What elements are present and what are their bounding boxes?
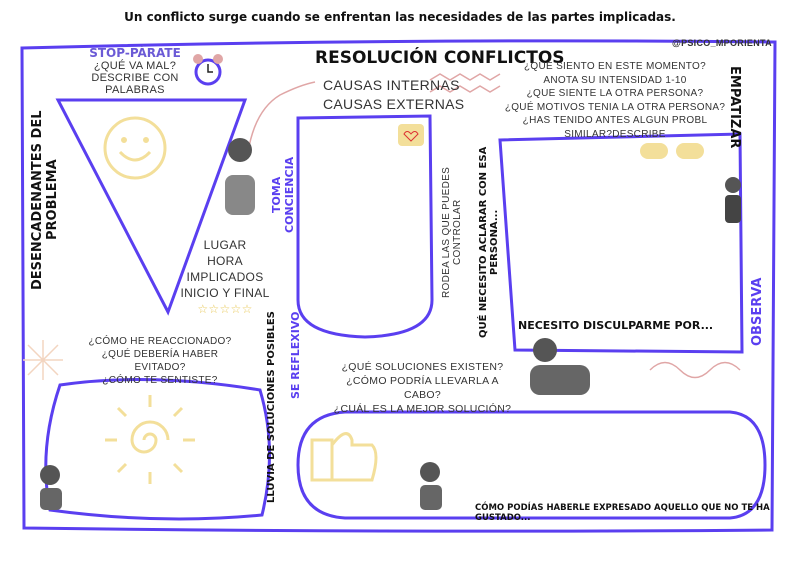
stop-line: ¿QUÉ VA MAL? xyxy=(93,60,177,72)
feeling-item: ¿HAS TENIDO ANTES ALGUN PROBL SIMILAR?DE… xyxy=(522,115,708,140)
sun-icon xyxy=(105,395,195,484)
feeling-item: ANOTA SU INTENSIDAD 1-10 xyxy=(543,74,687,86)
reaction-list: ¿CÓMO HE REACCIONADO? ¿QUÉ DEBERÍA HABER… xyxy=(80,335,240,387)
rodea-label: RODEA LAS QUE PUEDES CONTROLAR xyxy=(441,166,463,299)
page-title: RESOLUCIÓN CONFLICTOS xyxy=(315,48,565,68)
reaction-item: ¿CÓMO TE SENTISTE? xyxy=(102,375,218,386)
alarm-clock-icon xyxy=(193,54,223,86)
character-illustration xyxy=(40,138,741,510)
feeling-item: ¿QUÉ SIENTO EN ESTE MOMENTO? xyxy=(524,61,706,72)
causas-list: CAUSAS INTERNAS CAUSAS EXTERNAS xyxy=(323,76,464,114)
cloud-shape xyxy=(44,378,271,521)
pill-shape xyxy=(296,410,767,520)
stop-block: STOP-PÁRATE ¿QUÉ VA MAL? DESCRIBE CON PA… xyxy=(70,46,200,96)
detail-item: HORA xyxy=(207,254,243,268)
smiley-icon xyxy=(103,116,167,180)
banner-text: Un conflicto surge cuando se enfrentan l… xyxy=(124,10,676,24)
causa-item: CAUSAS INTERNAS xyxy=(323,77,460,93)
solutions-list: ¿QUÉ SOLUCIONES EXISTEN? ¿CÓMO PODRÍA LL… xyxy=(330,360,515,416)
reaction-item: ¿CÓMO HE REACCIONADO? xyxy=(88,336,232,347)
triangle-shape xyxy=(55,98,248,316)
detail-item: INICIO Y FINAL xyxy=(180,286,270,300)
u-shape-box xyxy=(296,114,434,339)
star-decoration xyxy=(23,340,63,380)
expresado-label: CÓMO PODÍAS HABERLE EXPRESADO AQUELLO QU… xyxy=(475,503,770,523)
left-vertical-label: DESENCADENANTES DEL PROBLEMA xyxy=(30,110,60,290)
details-list: LUGAR HORA IMPLICADOS INICIO Y FINAL ☆☆☆… xyxy=(180,237,270,317)
lluvia-label: LLUVIA DE SOLUCIONES POSIBLES xyxy=(266,311,277,504)
reflexivo-label: SE REFLEXIVO xyxy=(289,311,302,399)
solution-item: ¿QUÉ SOLUCIONES EXISTEN? xyxy=(341,361,504,373)
detail-item: LUGAR xyxy=(203,238,247,252)
empatizar-label: EMPATIZAR xyxy=(727,65,742,149)
zigzag-decoration xyxy=(429,73,501,93)
arrow-curve xyxy=(247,81,316,153)
main-frame xyxy=(20,39,777,533)
observa-label: OBSERVA xyxy=(750,277,765,347)
reaction-item: ¿QUÉ DEBERÍA HABER EVITADO? xyxy=(101,349,219,373)
stop-heading: STOP-PÁRATE xyxy=(89,46,181,60)
feeling-item: ¿QUÉ MOTIVOS TENIA LA OTRA PERSONA? xyxy=(504,101,726,113)
stop-line: DESCRIBE CON PALABRAS xyxy=(91,72,179,96)
detail-item: IMPLICADOS xyxy=(186,270,264,284)
solution-item: ¿CÓMO PODRÍA LLEVARLA A CABO? xyxy=(346,375,499,401)
feelings-list: ¿QUÉ SIENTO EN ESTE MOMENTO? ANOTA SU IN… xyxy=(500,60,730,141)
empathy-box xyxy=(498,132,744,354)
disculparme-label: NECESITO DISCULPARME POR... xyxy=(518,319,714,332)
heart-bubble-icon xyxy=(398,124,424,146)
feeling-item: ¿QUE SIENTE LA OTRA PERSONA? xyxy=(526,88,704,99)
solution-item: ¿CUÁL ES LA MEJOR SOLUCIÓN? xyxy=(333,403,512,415)
toma-conciencia-label: TOMA CONCIENCIA xyxy=(270,156,296,234)
thumbs-up-icon xyxy=(310,432,378,482)
causa-item: CAUSAS EXTERNAS xyxy=(323,96,465,112)
wave-decoration xyxy=(649,361,741,379)
glasses-icon xyxy=(640,143,704,159)
stars-rating: ☆☆☆☆☆ xyxy=(197,302,253,316)
handle-text: @psico_mporienta xyxy=(672,38,772,48)
aclarar-label: QUÉ NECESITO ACLARAR CON ESA PERSONA... xyxy=(478,146,500,339)
